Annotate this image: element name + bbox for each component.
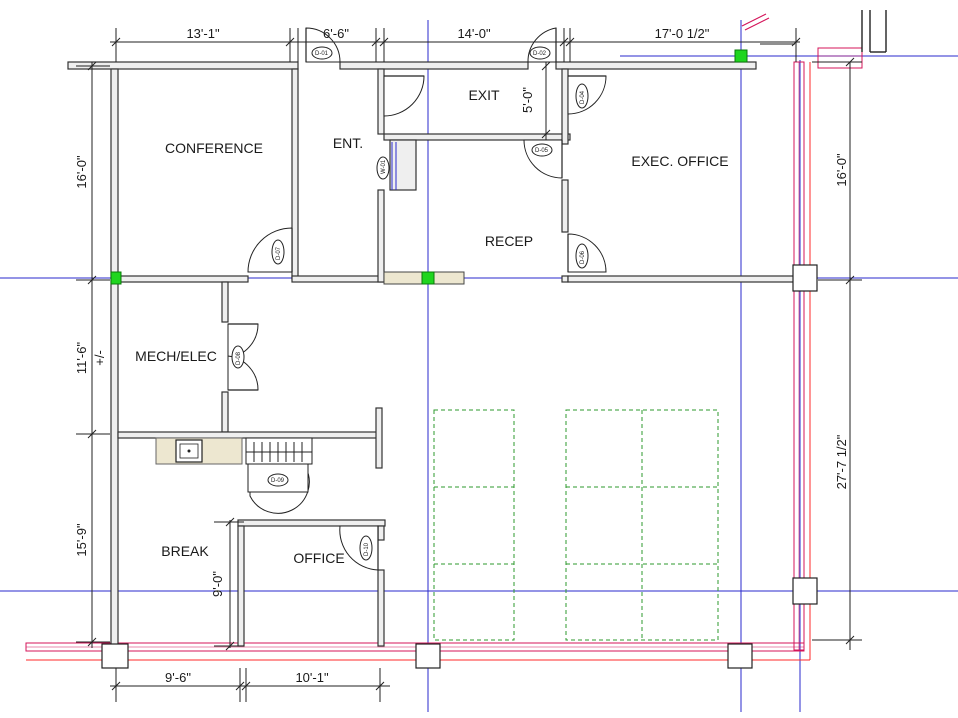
room-office: OFFICE bbox=[293, 550, 344, 566]
dim-left-mech: 11'-6" bbox=[74, 342, 89, 375]
window-wall bbox=[25, 13, 863, 661]
dim-left-break: 15'-9" bbox=[74, 523, 89, 557]
door-tag-w01: W-01 bbox=[381, 159, 387, 174]
workstations bbox=[433, 409, 719, 641]
door-d01: D-01 bbox=[305, 27, 341, 63]
dim-left-conference: 16'-0" bbox=[74, 155, 89, 189]
dim-top-conference: 13'-1" bbox=[186, 26, 220, 41]
door-tag-d01: D-01 bbox=[315, 51, 329, 57]
door-tag-d06: D-06 bbox=[580, 250, 586, 264]
room-entry: ENT. bbox=[333, 135, 363, 151]
walls bbox=[67, 61, 795, 650]
window-w01: W-01 bbox=[376, 142, 397, 190]
dim-top-ent: 6'-6" bbox=[323, 26, 349, 41]
door-d02: D-02 bbox=[527, 27, 557, 63]
dim-top-exit: 14'-0" bbox=[457, 26, 491, 41]
dim-right-exec: 16'-0" bbox=[834, 153, 849, 187]
door-exit bbox=[383, 75, 425, 117]
columns bbox=[101, 264, 818, 669]
column-grid bbox=[0, 20, 958, 712]
door-tag-d04: D-04 bbox=[580, 90, 586, 104]
exterior-frame bbox=[861, 10, 887, 53]
door-tag-d08: D-08 bbox=[236, 351, 242, 365]
room-exit: EXIT bbox=[468, 87, 500, 103]
room-break: BREAK bbox=[161, 543, 209, 559]
dim-bottom-break: 9'-6" bbox=[165, 670, 191, 685]
door-tag-d09: D-09 bbox=[271, 478, 285, 484]
room-conference: CONFERENCE bbox=[165, 140, 263, 156]
column-markers bbox=[110, 49, 748, 285]
dimension-lines bbox=[76, 28, 862, 702]
dim-exit-height: 5'-0" bbox=[520, 87, 535, 113]
dim-bottom-office: 10'-1" bbox=[295, 670, 329, 685]
room-exec-office: EXEC. OFFICE bbox=[631, 153, 728, 169]
dim-left-mech-tol: +/- bbox=[92, 350, 107, 366]
door-tag-d05: D-05 bbox=[535, 148, 549, 154]
dim-office-height: 9'-0" bbox=[210, 571, 225, 597]
room-labels: CONFERENCE ENT. EXIT EXEC. OFFICE RECEP … bbox=[135, 87, 728, 566]
door-d09: D-09 bbox=[247, 461, 310, 514]
dim-right-lower: 27'-7 1/2" bbox=[834, 434, 849, 489]
door-d07: D-07 bbox=[247, 227, 293, 273]
break-counter bbox=[155, 437, 313, 465]
door-d08: D-08 bbox=[227, 323, 259, 391]
door-tag-d02: D-02 bbox=[533, 51, 547, 57]
dimension-labels: 13'-1" 6'-6" 14'-0" 17'-0 1/2" 5'-0" 16'… bbox=[74, 26, 849, 685]
door-d06: D-06 bbox=[567, 233, 607, 273]
dim-top-exec: 17'-0 1/2" bbox=[655, 26, 710, 41]
room-mech-elec: MECH/ELEC bbox=[135, 348, 217, 364]
room-recep: RECEP bbox=[485, 233, 533, 249]
door-d10: D-10 bbox=[339, 525, 379, 571]
door-tag-d07: D-07 bbox=[276, 246, 282, 260]
door-d05: D-05 bbox=[523, 139, 563, 179]
door-d04: D-04 bbox=[567, 75, 607, 115]
door-tag-d10: D-10 bbox=[364, 542, 370, 556]
